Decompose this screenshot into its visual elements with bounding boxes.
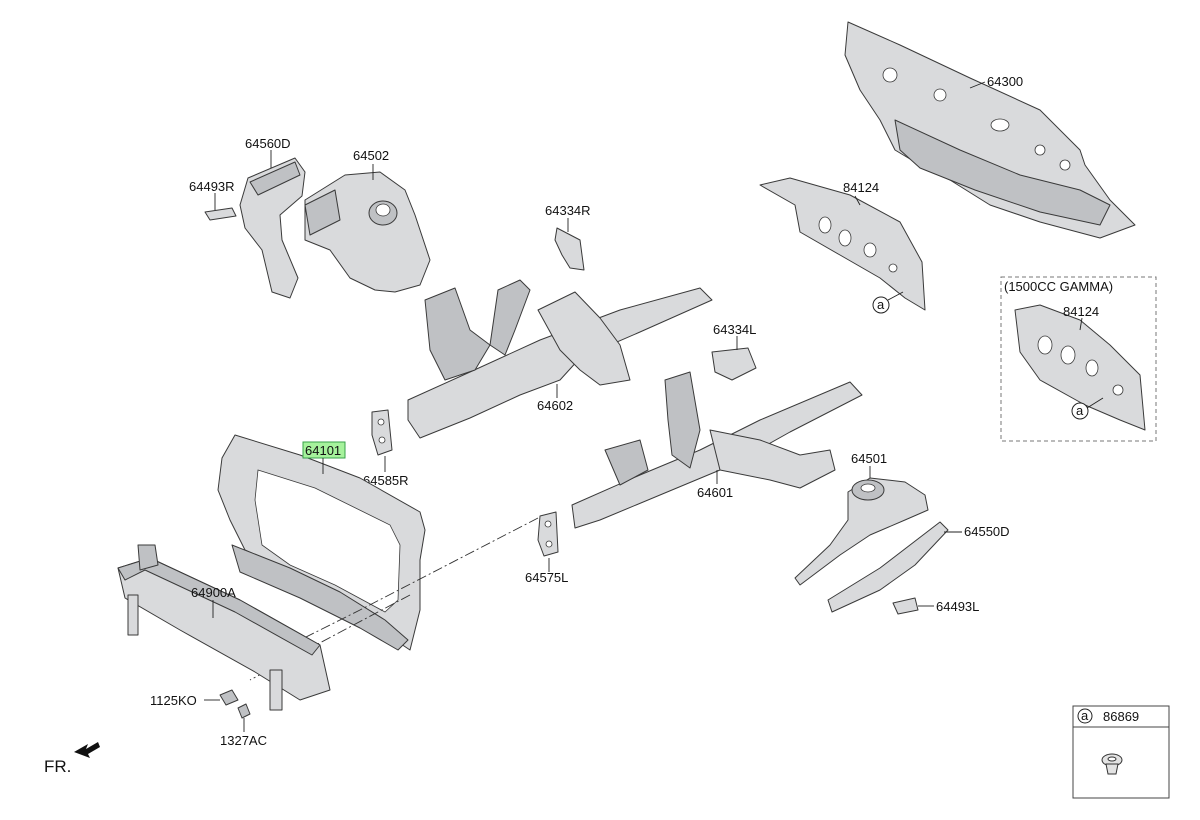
cowl-panel-84124[interactable]: 84124 a [759,177,926,314]
bumper-beam-64900A[interactable]: 64900A [117,544,331,711]
label-1125KO: 1125KO [150,693,197,708]
legend-part-number: 86869 [1103,709,1139,724]
label-64560D: 64560D [245,136,291,151]
front-arrow-icon [74,742,100,758]
label-84124-inset: 84124 [1063,304,1099,319]
wheel-house-64502[interactable]: 64502 [304,148,431,293]
bracket-64493R[interactable]: 64493R [189,179,237,221]
legend-symbol-letter: a [1081,708,1089,723]
bolt-1125KO[interactable]: 1125KO [150,689,239,708]
label-64101: 64101 [305,443,341,458]
bracket-64334R[interactable]: 64334R [545,203,591,271]
label-64334L: 64334L [713,322,756,337]
label-64502: 64502 [353,148,389,163]
callout-a-main [872,296,890,314]
radiator-support-64101[interactable]: 64101 [217,434,426,651]
callout-a-inset-letter: a [1076,403,1084,418]
callout-a-main-letter: a [877,297,885,312]
label-64334R: 64334R [545,203,591,218]
callout-a-inset [1071,402,1089,420]
label-1327AC: 1327AC [220,733,267,748]
wheel-house-64501[interactable]: 64501 [794,451,929,586]
label-64300: 64300 [987,74,1023,89]
label-64601: 64601 [697,485,733,500]
label-64585R: 64585R [363,473,409,488]
label-64101-highlight [302,441,346,459]
clip-86869-icon [1101,753,1123,775]
inset-title: (1500CC GAMMA) [1004,279,1113,294]
legend-symbol [1077,708,1093,724]
side-member-64601[interactable]: 64601 [571,371,863,529]
bracket-64585R[interactable]: 64585R [363,409,409,488]
nut-1327AC[interactable]: 1327AC [220,703,267,748]
label-84124-main: 84124 [843,180,879,195]
side-member-64602[interactable]: 64602 [407,279,713,439]
label-64501: 64501 [851,451,887,466]
inset-1500cc-gamma: (1500CC GAMMA) 84124 a [1000,276,1157,442]
label-64493L: 64493L [936,599,979,614]
legend-box: a 86869 [1072,705,1170,799]
bracket-64575L[interactable]: 64575L [525,511,568,585]
bracket-64334L[interactable]: 64334L [711,322,757,381]
label-64602: 64602 [537,398,573,413]
label-64550D: 64550D [964,524,1010,539]
label-64493R: 64493R [189,179,235,194]
label-64575L: 64575L [525,570,568,585]
bracket-64560D[interactable]: 64560D [239,136,306,299]
apron-64550D[interactable]: 64550D [827,521,1010,613]
bracket-64493L[interactable]: 64493L [892,597,979,615]
front-indicator: FR. [44,742,100,776]
label-64900A: 64900A [191,585,236,600]
front-label: FR. [44,757,71,776]
dash-panel-64300[interactable]: 64300 [844,21,1136,239]
